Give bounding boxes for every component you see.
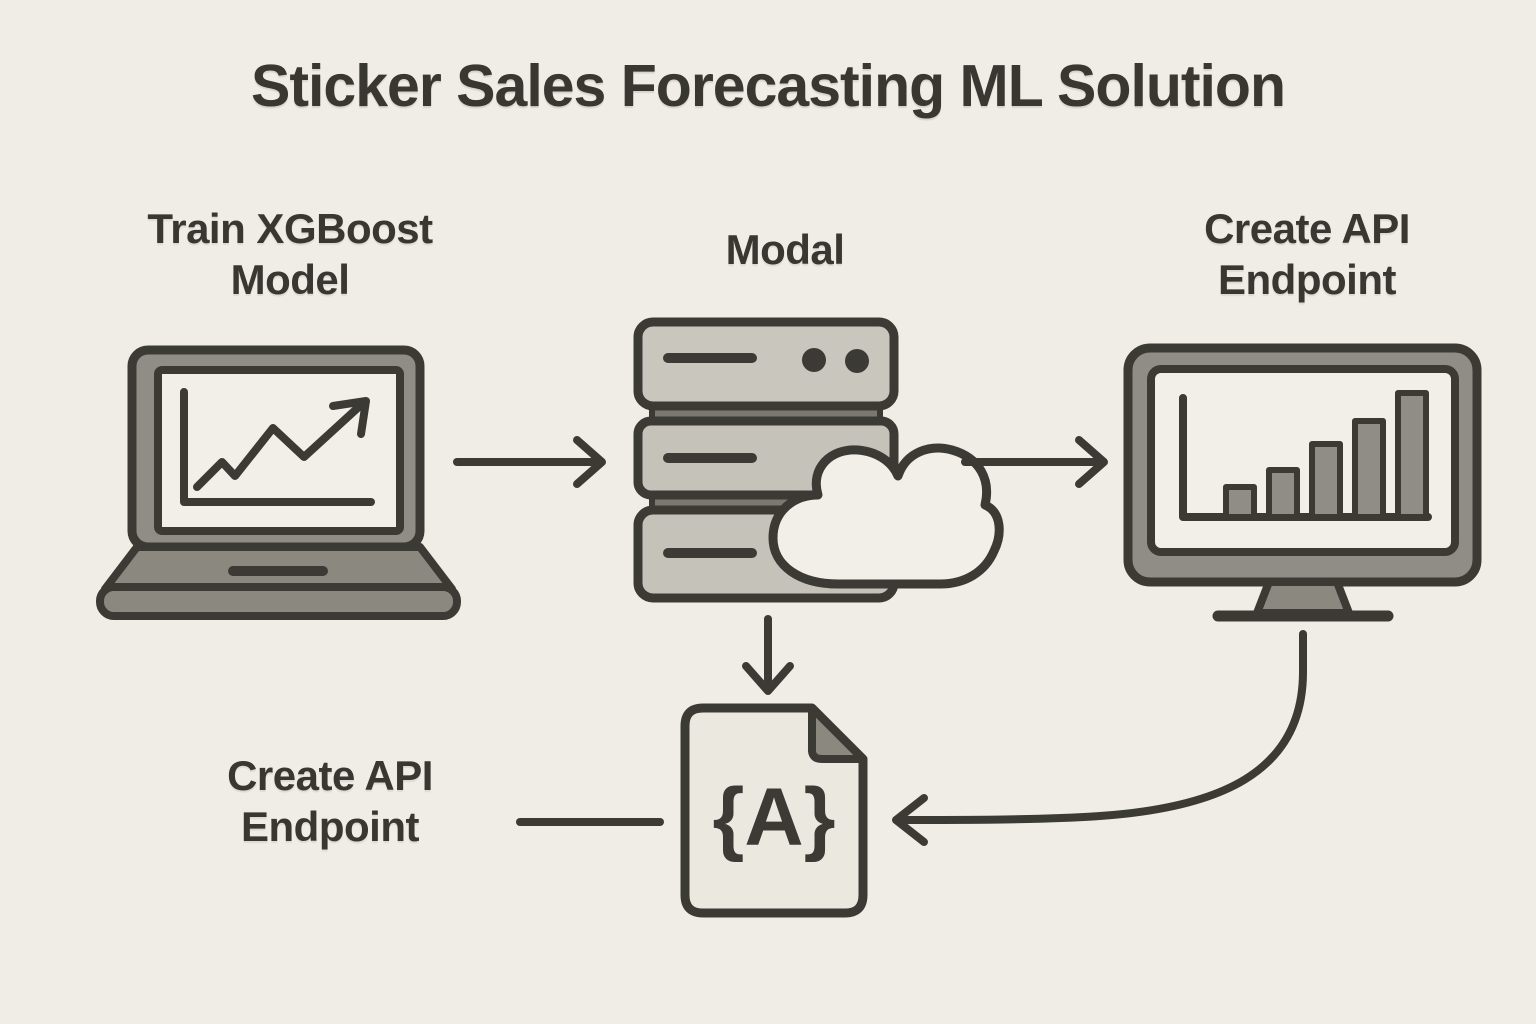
arrow-server-to-document [742, 615, 794, 695]
arrow-server-to-monitor [961, 436, 1108, 488]
page-title: Sticker Sales Forecasting ML Solution [250, 53, 1286, 119]
bar-chart-icon [1179, 390, 1432, 521]
line-chart-icon [180, 388, 375, 506]
code-document-icon [680, 703, 868, 918]
arrow-monitor-to-document [892, 630, 1307, 846]
label-create-api-endpoint-top: Create API Endpoint [1204, 205, 1410, 304]
label-modal: Modal [725, 226, 845, 273]
arrow-laptop-to-server [453, 436, 606, 488]
label-train-xgboost-model: Train XGBoost Model [147, 205, 433, 304]
document-code-glyph: {A} [712, 772, 836, 863]
monitor-bar-chart-icon [1123, 343, 1482, 622]
laptop-line-chart-icon [96, 345, 461, 620]
cloud-icon [768, 443, 1004, 589]
label-create-api-endpoint-bottom: Create API Endpoint [227, 752, 433, 851]
